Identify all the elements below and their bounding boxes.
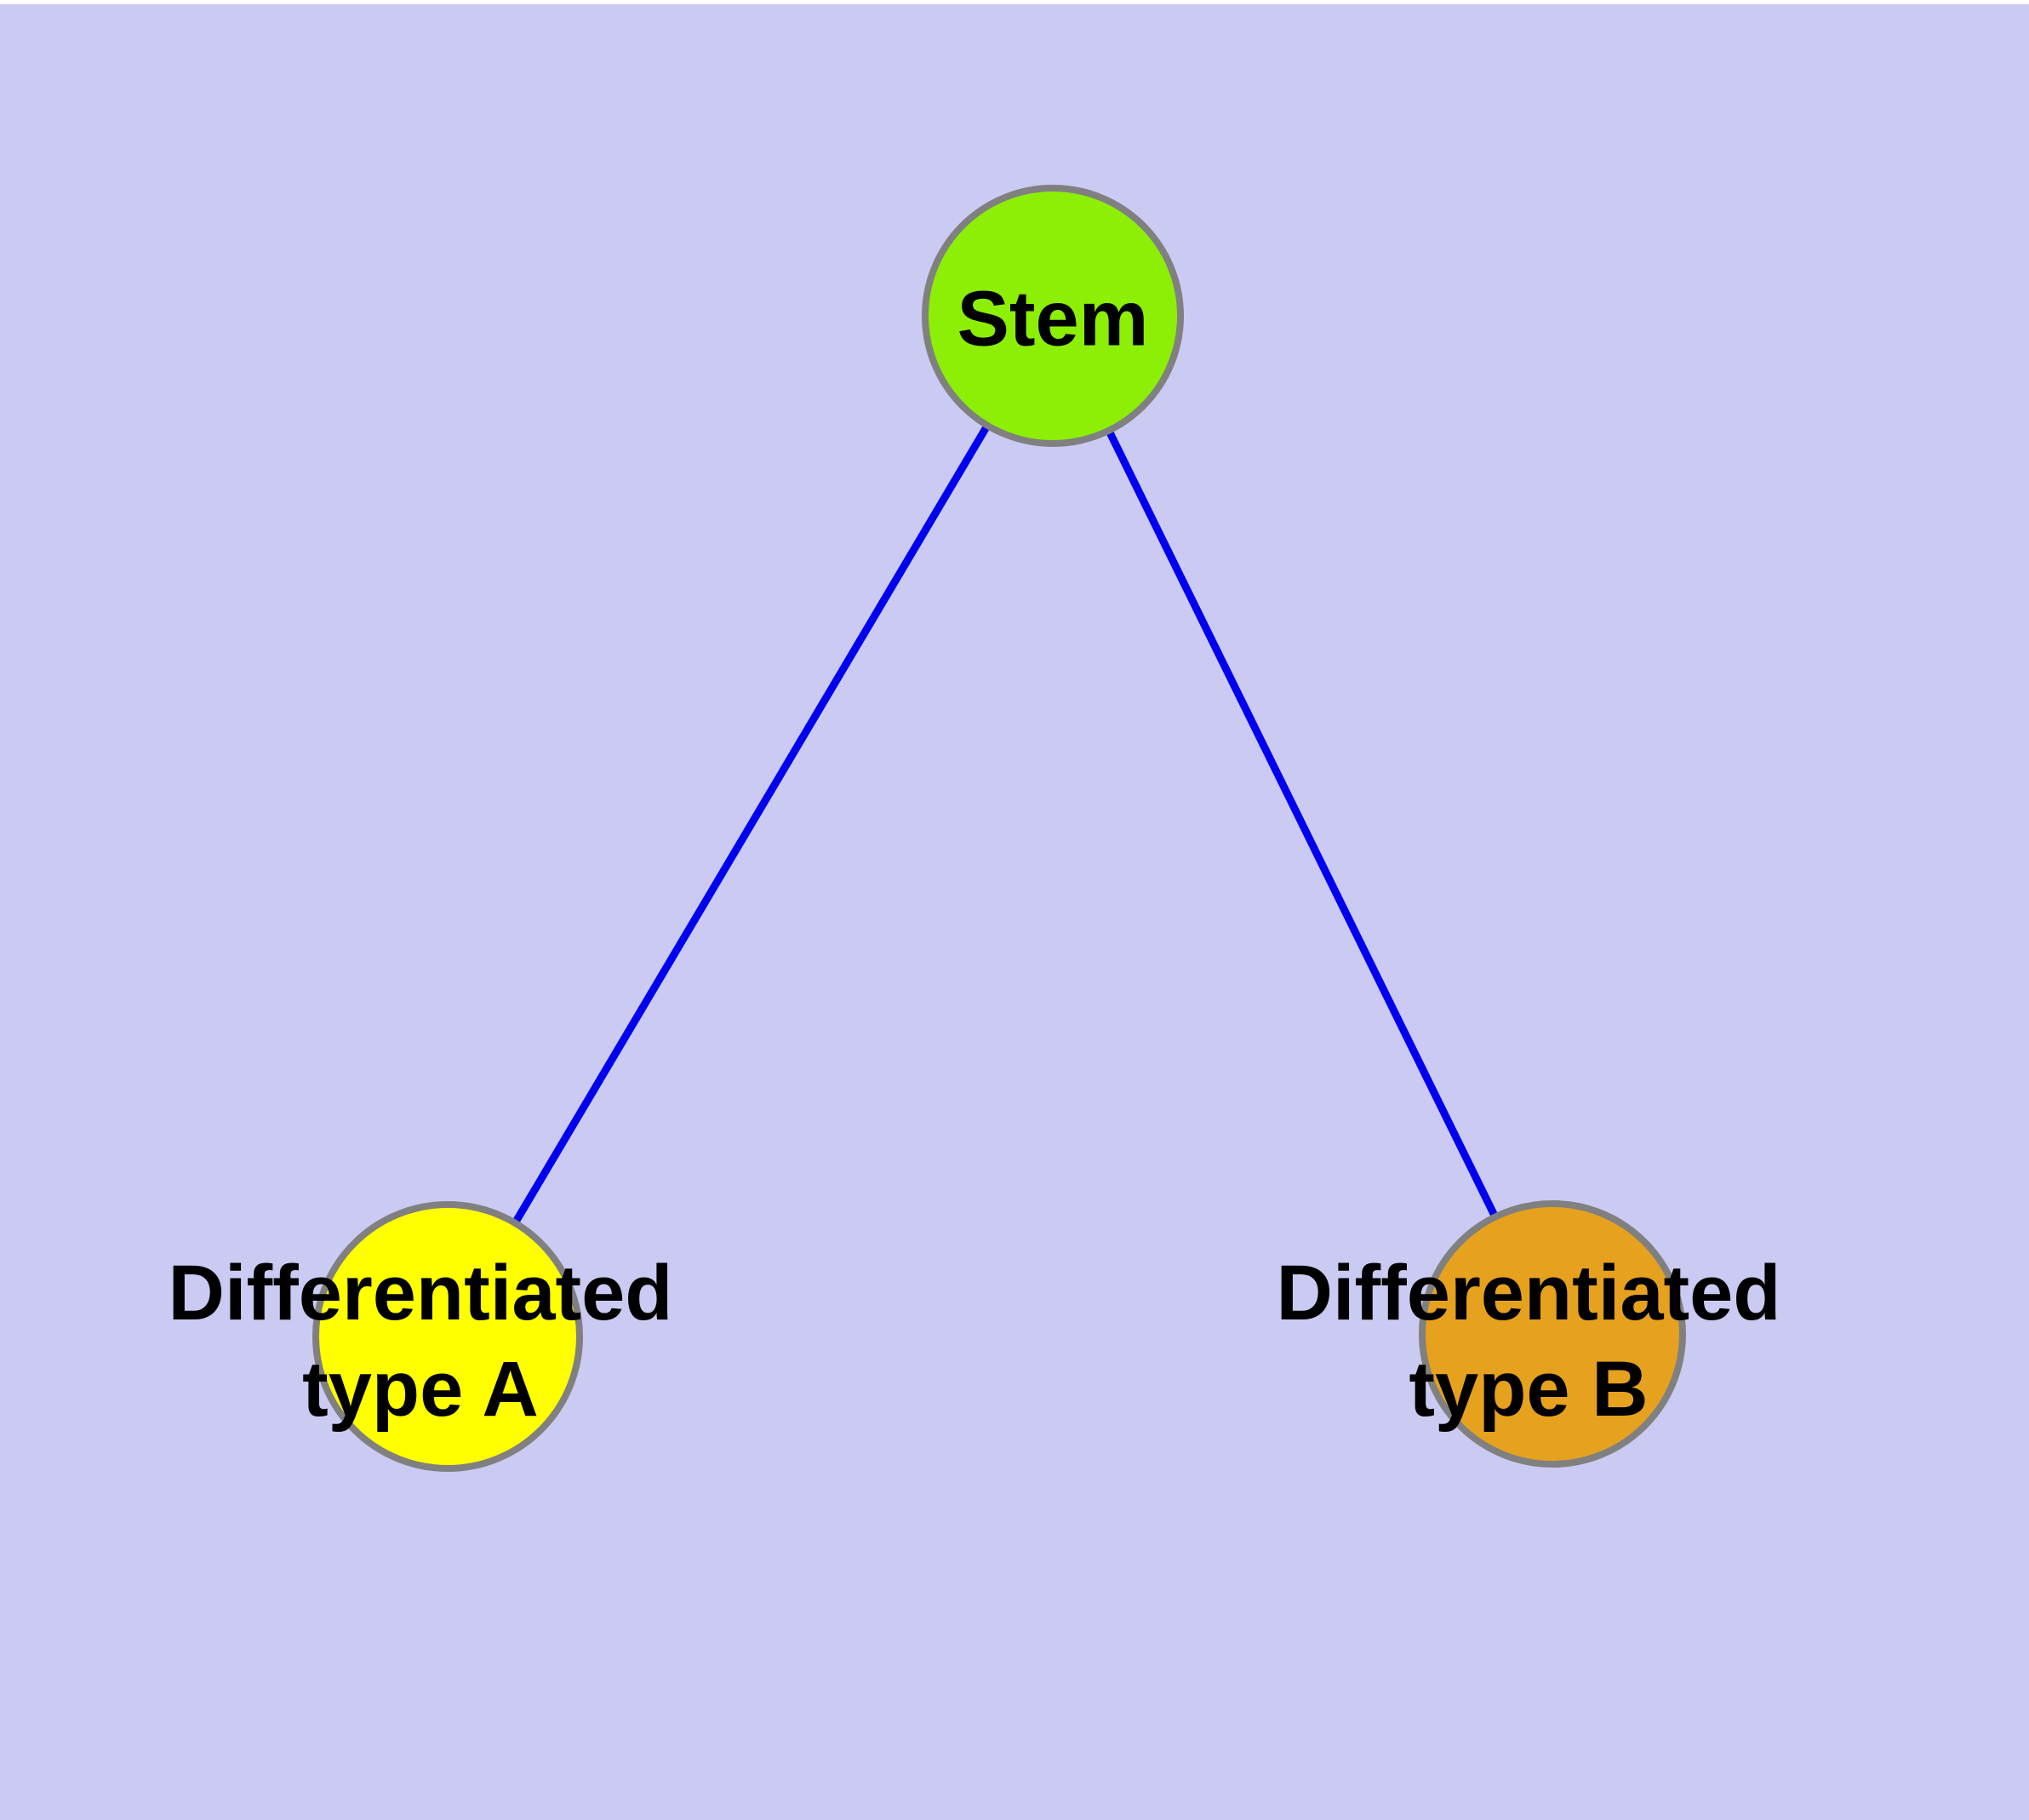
node-type-b-circle: [1419, 1200, 1686, 1468]
node-stem-label: Stem: [957, 275, 1149, 363]
node-type-a-circle: [312, 1201, 583, 1472]
node-type-a-label: Differentiated type A: [168, 1250, 673, 1433]
node-stem-circle: [922, 185, 1184, 447]
edge-stem-to-type-b: [1105, 429, 1500, 1219]
edge-stem-to-type-a: [512, 423, 991, 1226]
node-type-b-label: Differentiated type B: [1276, 1250, 1781, 1433]
